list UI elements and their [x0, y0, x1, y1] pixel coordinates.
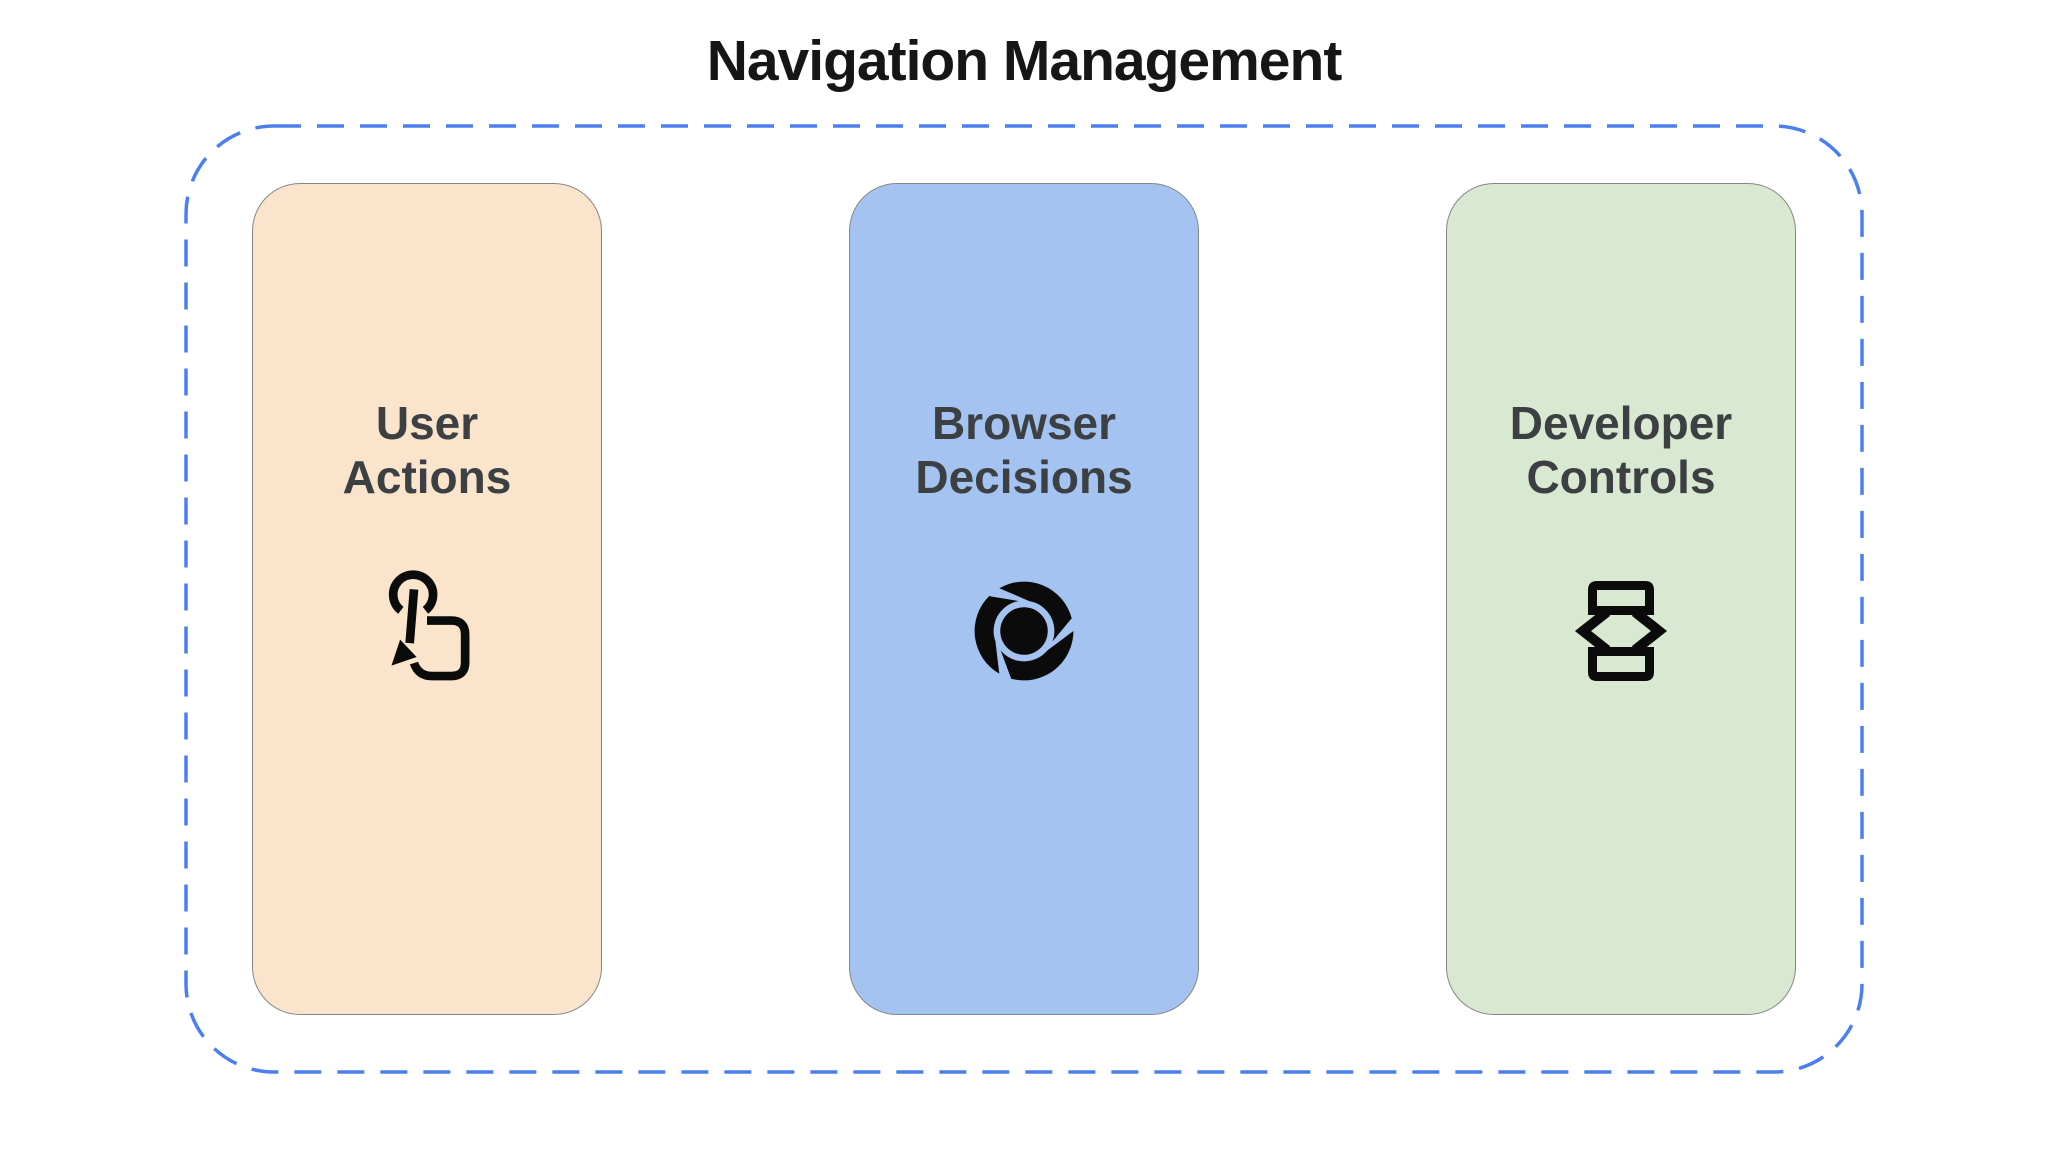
card-developer-controls: Developer Controls: [1446, 183, 1796, 1015]
diagram-frame: User Actions Browser Decis: [184, 124, 1864, 1074]
card-label: Browser Decisions: [915, 396, 1133, 503]
chrome-browser-icon: [967, 556, 1081, 706]
card-label: Developer Controls: [1509, 396, 1733, 503]
card-browser-decisions: Browser Decisions: [849, 183, 1199, 1015]
developer-mode-icon: [1561, 556, 1681, 706]
card-user-actions: User Actions: [252, 183, 602, 1015]
touch-gesture-icon: [375, 556, 479, 706]
card-label: User Actions: [342, 396, 512, 503]
page-title: Navigation Management: [706, 29, 1343, 93]
cards-row: User Actions Browser Decis: [184, 124, 1864, 1074]
